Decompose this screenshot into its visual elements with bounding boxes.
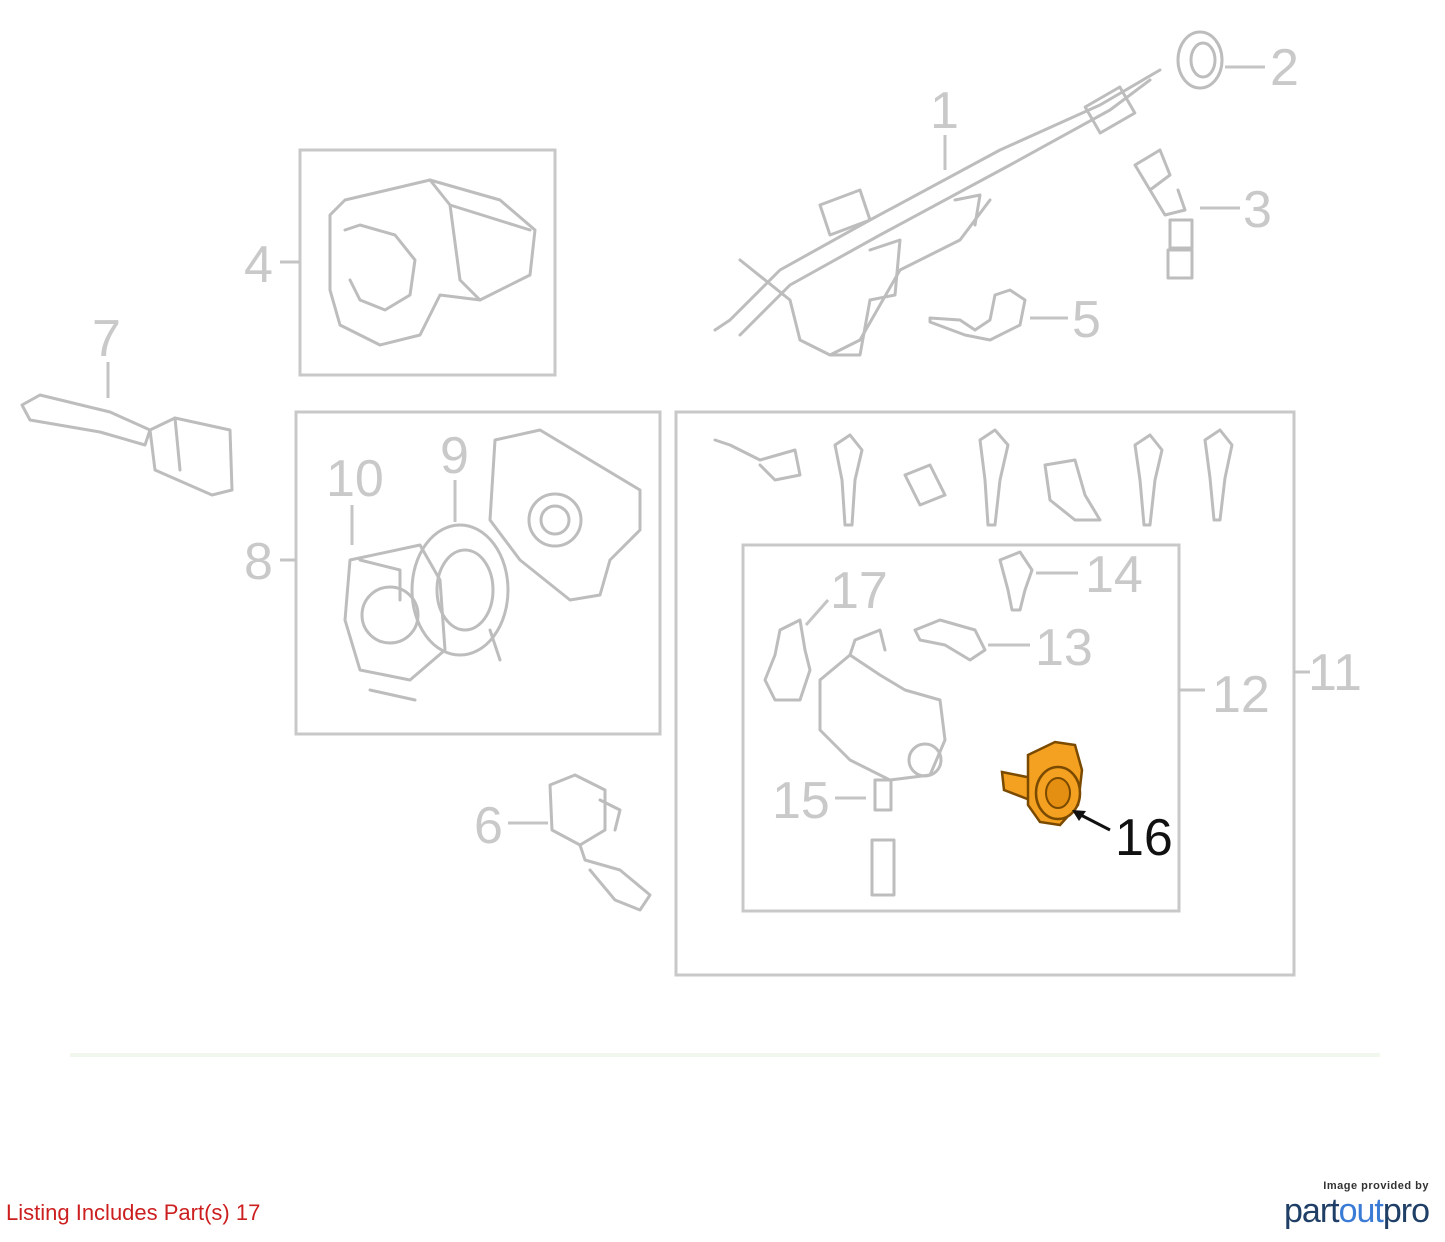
leader-16-arrowhead	[1072, 810, 1086, 821]
bracket-part	[928, 288, 1027, 342]
frame-part-8	[294, 410, 662, 736]
callout-11: 11	[1308, 644, 1362, 702]
shaft-joint-part	[1133, 148, 1194, 280]
listing-note: Listing Includes Part(s) 17	[6, 1200, 261, 1225]
ring-part	[1176, 30, 1224, 90]
callout-1: 1	[930, 82, 959, 140]
brand-logo: Image provided by partoutpro	[1284, 1180, 1430, 1230]
callout-16: 16	[1115, 809, 1173, 867]
leader-17	[804, 599, 830, 626]
callout-9: 9	[440, 427, 469, 485]
frame-part-4	[298, 148, 557, 377]
callout-13: 13	[1035, 619, 1093, 677]
turn-switch-part	[548, 773, 652, 912]
highlighted-part-16	[1000, 740, 1084, 827]
callout-2: 2	[1270, 39, 1299, 97]
ignition-switch-parts	[763, 550, 1034, 897]
spiral-cable-part	[410, 523, 510, 662]
frame-part-12	[741, 543, 1181, 913]
clock-spring-part	[343, 543, 447, 702]
brand-caption: Image provided by	[1323, 1180, 1429, 1192]
steering-column-part	[713, 68, 1162, 357]
key-set-parts	[713, 428, 1234, 527]
callout-10: 10	[326, 450, 384, 508]
callout-7: 7	[92, 310, 121, 368]
callout-4: 4	[244, 236, 273, 294]
callout-5: 5	[1072, 291, 1101, 349]
column-cover-part	[328, 178, 537, 347]
callout-15: 15	[772, 772, 830, 830]
sensor-housing-part	[488, 428, 642, 602]
callout-3: 3	[1243, 181, 1272, 239]
callout-14: 14	[1085, 546, 1143, 604]
callout-17: 17	[830, 562, 888, 620]
callout-6: 6	[474, 797, 503, 855]
wiper-switch-part	[20, 393, 234, 497]
frame-part-11	[674, 410, 1296, 977]
callout-8: 8	[244, 533, 273, 591]
callout-12: 12	[1212, 666, 1270, 724]
brand-name: partoutpro	[1284, 1192, 1430, 1230]
